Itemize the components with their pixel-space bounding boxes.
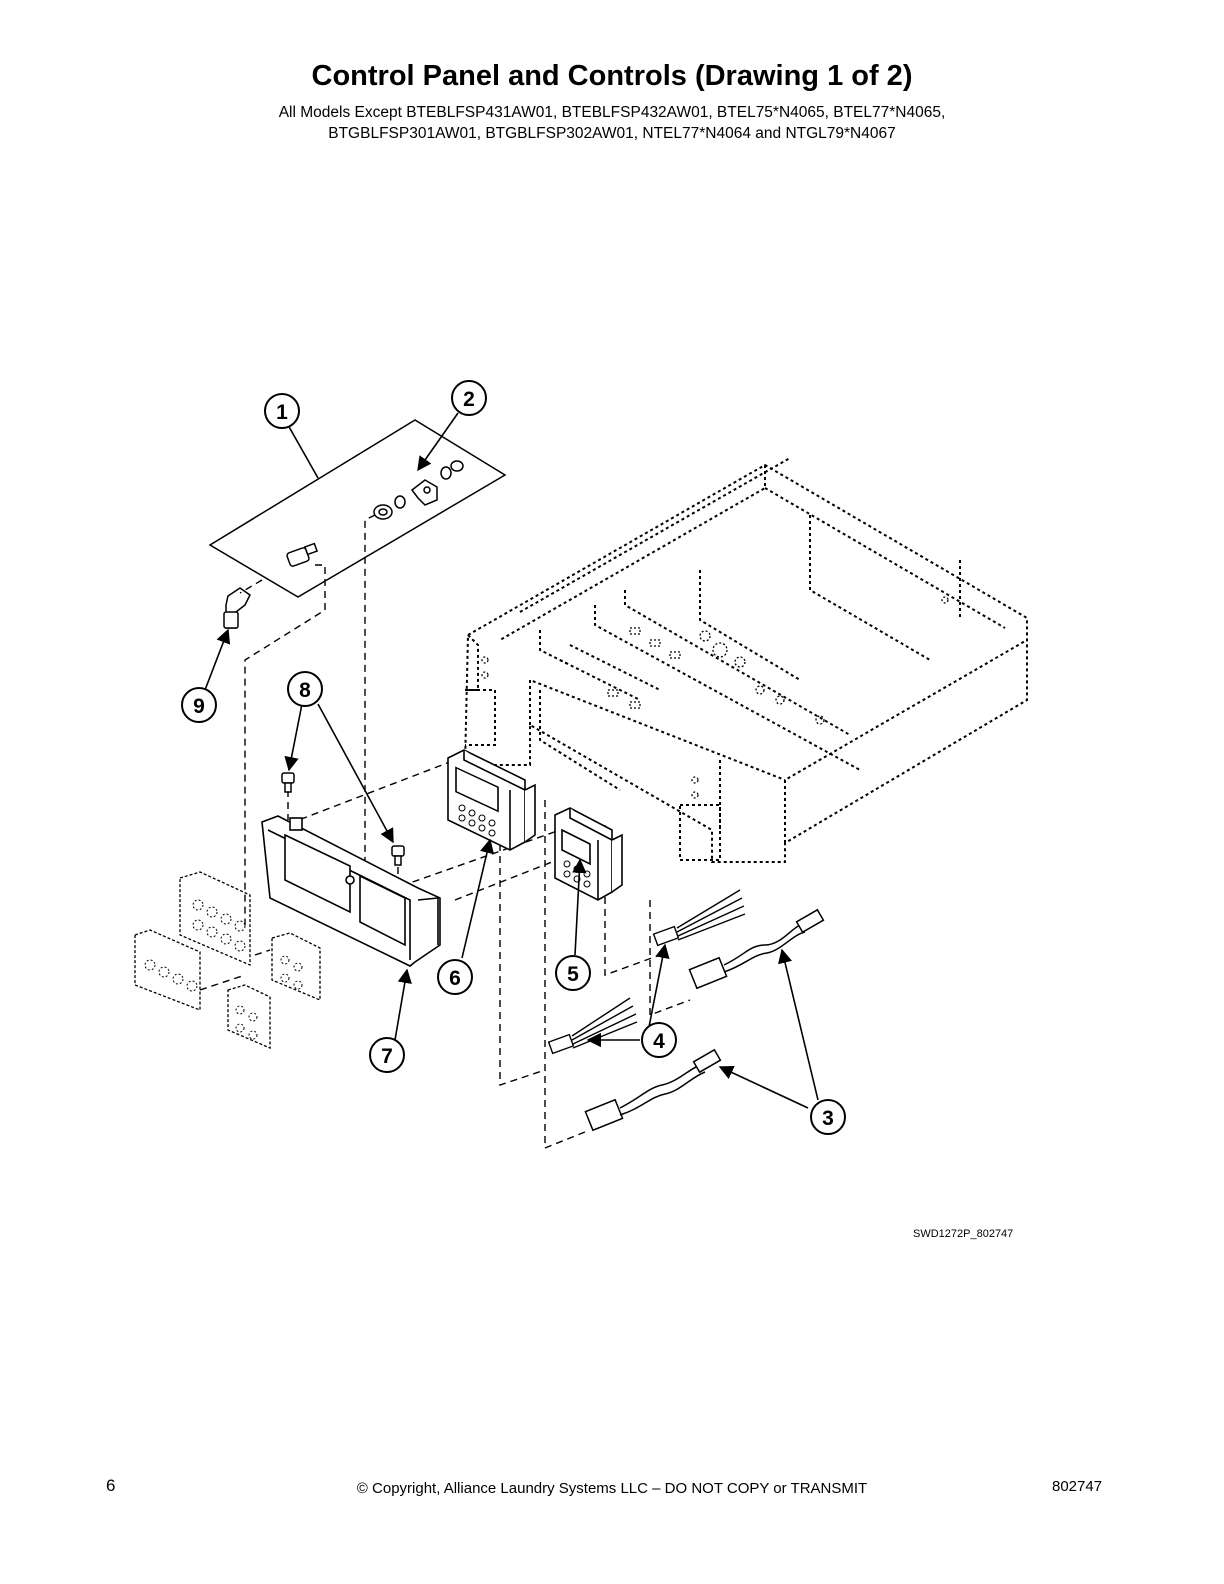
part-5-control-module: [554, 807, 623, 901]
leader-lines: [204, 412, 819, 1109]
callout-3: 3: [810, 1099, 846, 1135]
callout-8-number: 8: [299, 679, 311, 702]
callout-5: 5: [555, 955, 591, 991]
overlay-labels: [134, 871, 321, 1049]
callout-9-number: 9: [193, 695, 205, 718]
callout-1: 1: [264, 393, 300, 429]
part-6-control-module: [447, 749, 536, 851]
callout-8: 8: [287, 671, 323, 707]
page-title: Control Panel and Controls (Drawing 1 of…: [311, 60, 913, 92]
cabinet-holes: [481, 596, 949, 799]
part-6-buttons: [458, 804, 496, 837]
hardware-kit-parts: [286, 460, 464, 567]
callout-4-number: 4: [653, 1030, 665, 1053]
callout-9: 9: [181, 687, 217, 723]
callout-3-number: 3: [822, 1107, 834, 1130]
document-number: 802747: [1052, 1478, 1103, 1495]
part-3-cable: [584, 908, 825, 1132]
drawing-code: SWD1272P_802747: [913, 1228, 1014, 1240]
callout-2: 2: [451, 380, 487, 416]
callout-2-number: 2: [463, 388, 475, 411]
cabinet-frame: [463, 457, 1028, 863]
callout-7: 7: [369, 1037, 405, 1073]
callout-7-number: 7: [381, 1045, 393, 1068]
part-9-elbow: [223, 587, 251, 629]
overlay-label-buttons: [144, 899, 303, 1040]
callout-1-number: 1: [276, 401, 288, 424]
callout-4: 4: [641, 1022, 677, 1058]
model-exceptions-line-1: All Models Except BTEBLFSP431AW01, BTEBL…: [278, 104, 946, 121]
model-exceptions-line-2: BTGBLFSP301AW01, BTGBLFSP302AW01, NTEL77…: [328, 125, 896, 142]
part-8-screws: [281, 772, 405, 866]
callout-6-number: 6: [449, 967, 461, 990]
callout-6: 6: [437, 959, 473, 995]
hardware-kit-outline: [208, 419, 507, 598]
page-number: 6: [106, 1476, 116, 1495]
callout-5-number: 5: [567, 963, 579, 986]
part-4-harness: [547, 889, 746, 1055]
copyright-notice: © Copyright, Alliance Laundry Systems LL…: [356, 1480, 868, 1497]
part-7-bezel: [261, 815, 441, 967]
